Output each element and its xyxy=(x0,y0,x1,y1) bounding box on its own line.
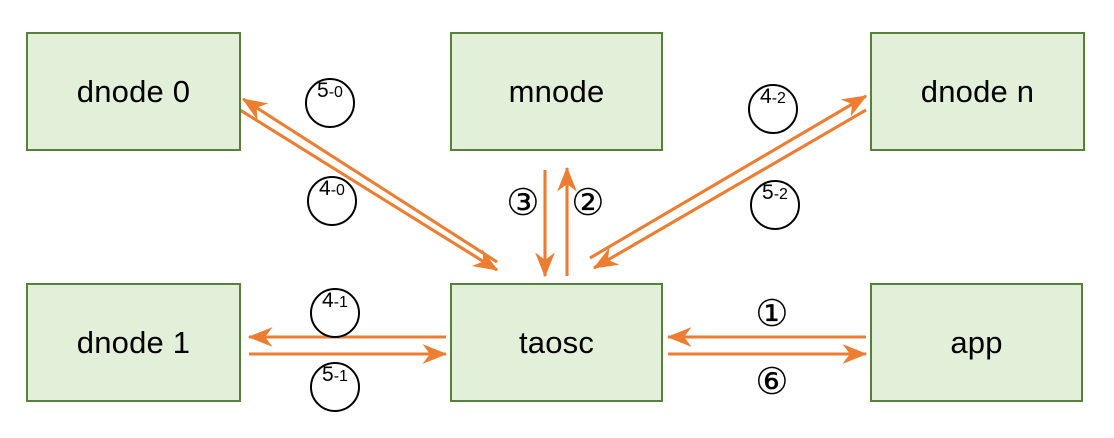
node-taosc[interactable]: taosc xyxy=(450,283,663,402)
edge-badge-5-0: 5-0 xyxy=(305,78,355,128)
badge-sub: -0 xyxy=(330,182,345,199)
badge-main: 4 xyxy=(322,289,334,312)
edge-badge-2: ② xyxy=(571,180,605,224)
badge-sub: -2 xyxy=(773,186,788,203)
edge-badge-5-2: 5-2 xyxy=(750,180,800,230)
badge-sub: -0 xyxy=(328,84,343,101)
node-dnode-0[interactable]: dnode 0 xyxy=(26,32,241,151)
badge-main: 5 xyxy=(322,363,334,386)
badge-main: 5 xyxy=(317,79,329,102)
node-mnode[interactable]: mnode xyxy=(450,32,663,151)
edge-5-2 xyxy=(592,108,867,270)
edge-badge-4-2: 4-2 xyxy=(748,84,798,134)
edge-badge-6: ⑥ xyxy=(755,359,789,403)
edge-5-0 xyxy=(241,97,498,264)
edge-4-0 xyxy=(239,108,499,272)
edge-4-2 xyxy=(589,94,868,260)
node-dnode-1[interactable]: dnode 1 xyxy=(26,283,241,402)
badge-main: 4 xyxy=(319,177,331,200)
edge-badge-5-1: 5-1 xyxy=(310,362,360,412)
badge-sub: -1 xyxy=(333,368,348,385)
edge-badge-3: ③ xyxy=(506,180,540,224)
badge-sub: -2 xyxy=(771,90,786,107)
edge-badge-1: ① xyxy=(755,291,789,335)
node-app[interactable]: app xyxy=(870,283,1083,402)
node-label: dnode 0 xyxy=(76,74,191,109)
badge-main: 5 xyxy=(762,181,774,204)
node-label: mnode xyxy=(508,74,605,109)
node-label: dnode n xyxy=(920,74,1035,109)
node-dnode-n[interactable]: dnode n xyxy=(870,32,1085,151)
edge-badge-4-1: 4-1 xyxy=(310,288,360,338)
node-label: dnode 1 xyxy=(76,325,191,360)
badge-sub: -1 xyxy=(333,294,348,311)
node-label: app xyxy=(950,325,1003,360)
badge-main: 4 xyxy=(760,85,772,108)
edge-badge-4-0: 4-0 xyxy=(307,176,357,226)
node-label: taosc xyxy=(518,325,595,360)
